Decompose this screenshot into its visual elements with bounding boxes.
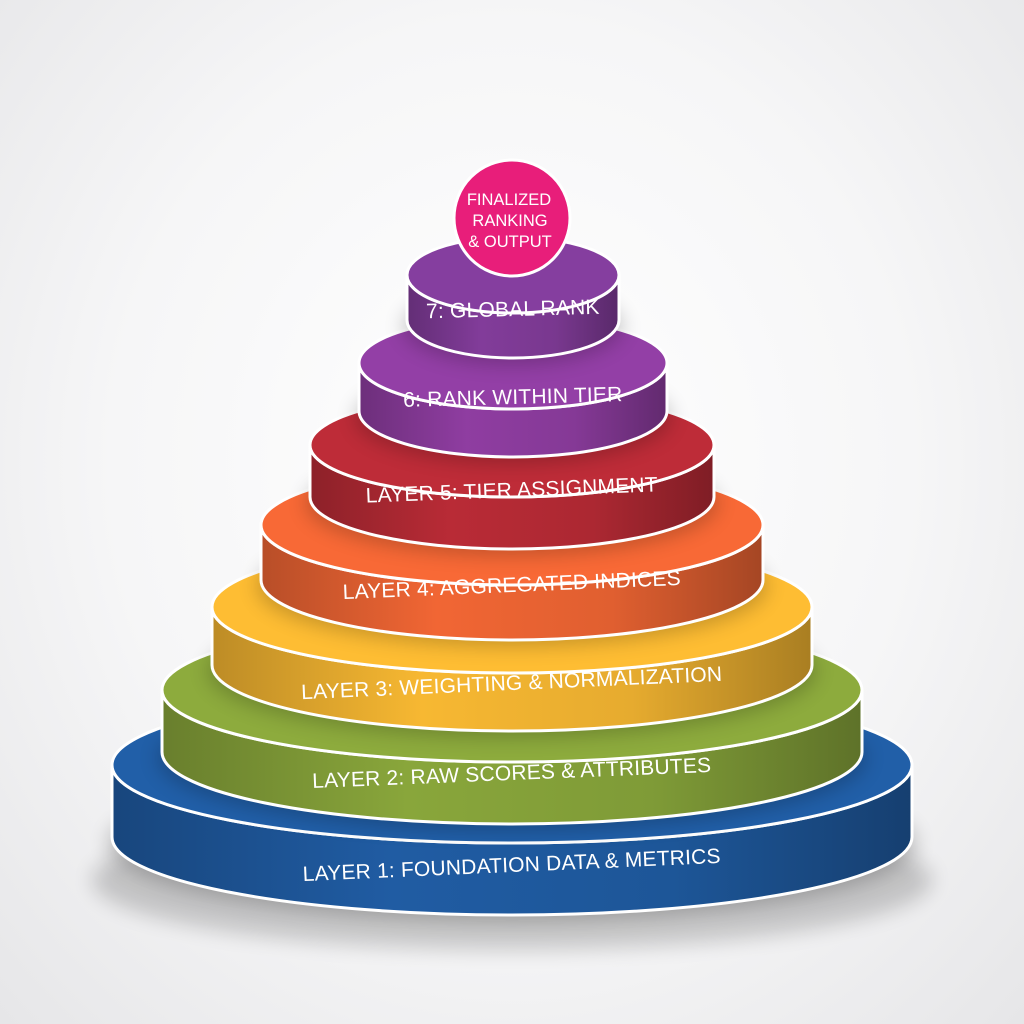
top-badge-circle	[452, 158, 572, 278]
layers-group: LAYER 1: FOUNDATION DATA & METRICSLAYER …	[108, 235, 916, 921]
top-badge-line-3: & OUTPUT	[468, 233, 551, 251]
layer-7-tier: 7: GLOBAL RANK	[403, 235, 623, 364]
layer-7-label: 7: GLOBAL RANK	[426, 296, 600, 324]
layer-6-label: 6: RANK WITHIN TIER	[403, 383, 623, 412]
top-badge-line-1: FINALIZED	[467, 191, 551, 209]
top-badge: FINALIZED RANKING & OUTPUT	[452, 158, 572, 278]
top-badge-line-2: RANKING	[472, 212, 547, 230]
